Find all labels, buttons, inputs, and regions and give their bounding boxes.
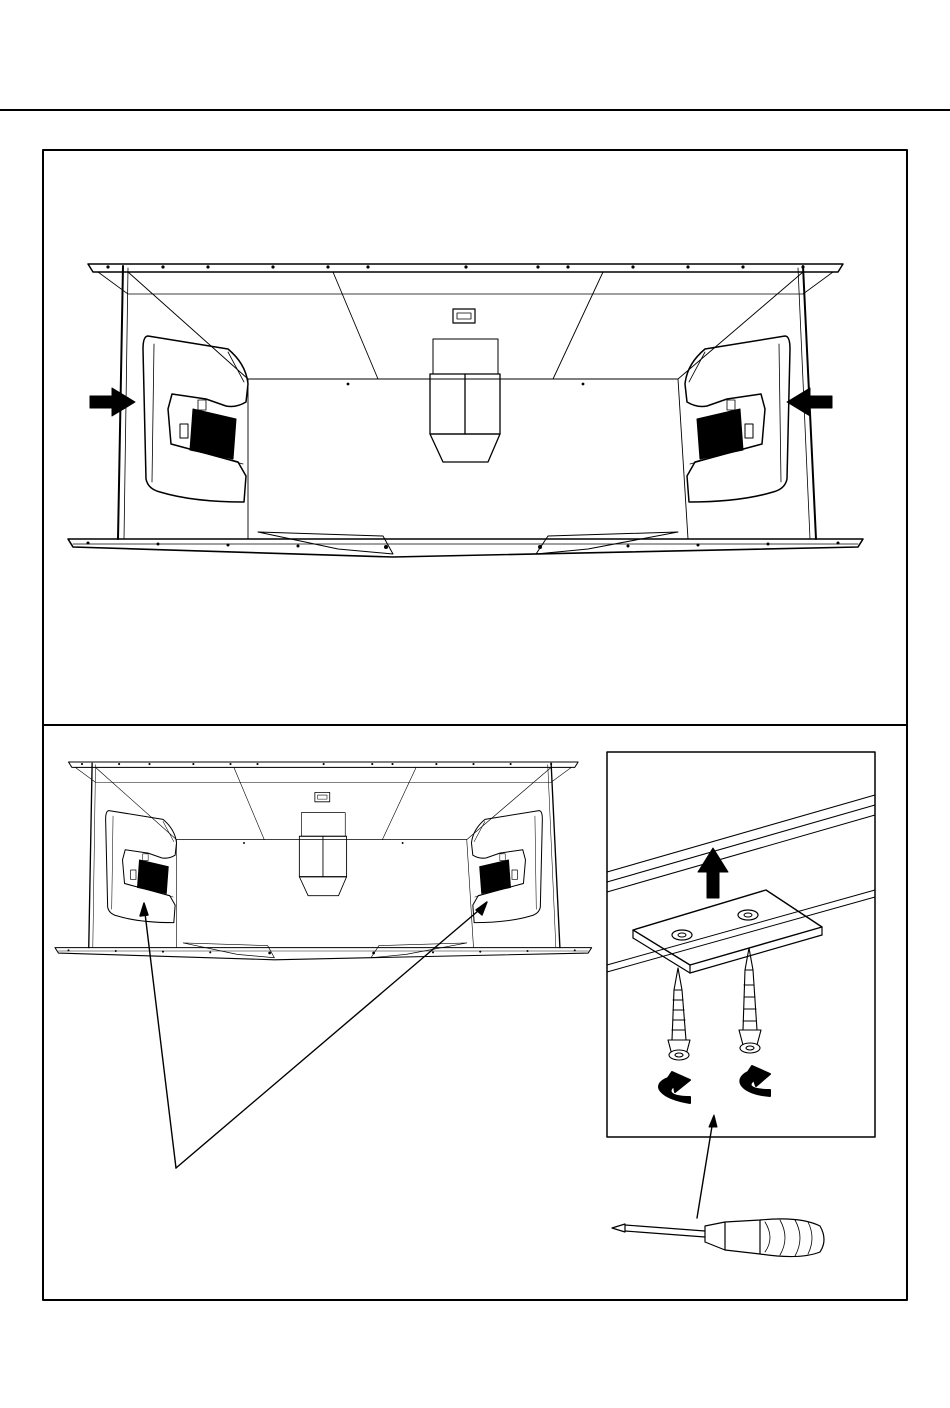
arrow-right-icon: [90, 388, 135, 416]
arrow-left-icon: [787, 388, 832, 416]
rotate-icon: [659, 1072, 690, 1103]
screw-icon: [739, 948, 761, 1053]
rotate-icon: [740, 1066, 770, 1096]
screwdriver-icon: [612, 1219, 824, 1257]
screwdriver-leader: [697, 1115, 717, 1218]
filter-leader-lines: [140, 902, 487, 1168]
arrow-up-icon: [698, 848, 728, 898]
panel-2-hood: [55, 762, 592, 960]
panel-1-hood: [68, 264, 863, 557]
screw-icon: [668, 968, 690, 1060]
